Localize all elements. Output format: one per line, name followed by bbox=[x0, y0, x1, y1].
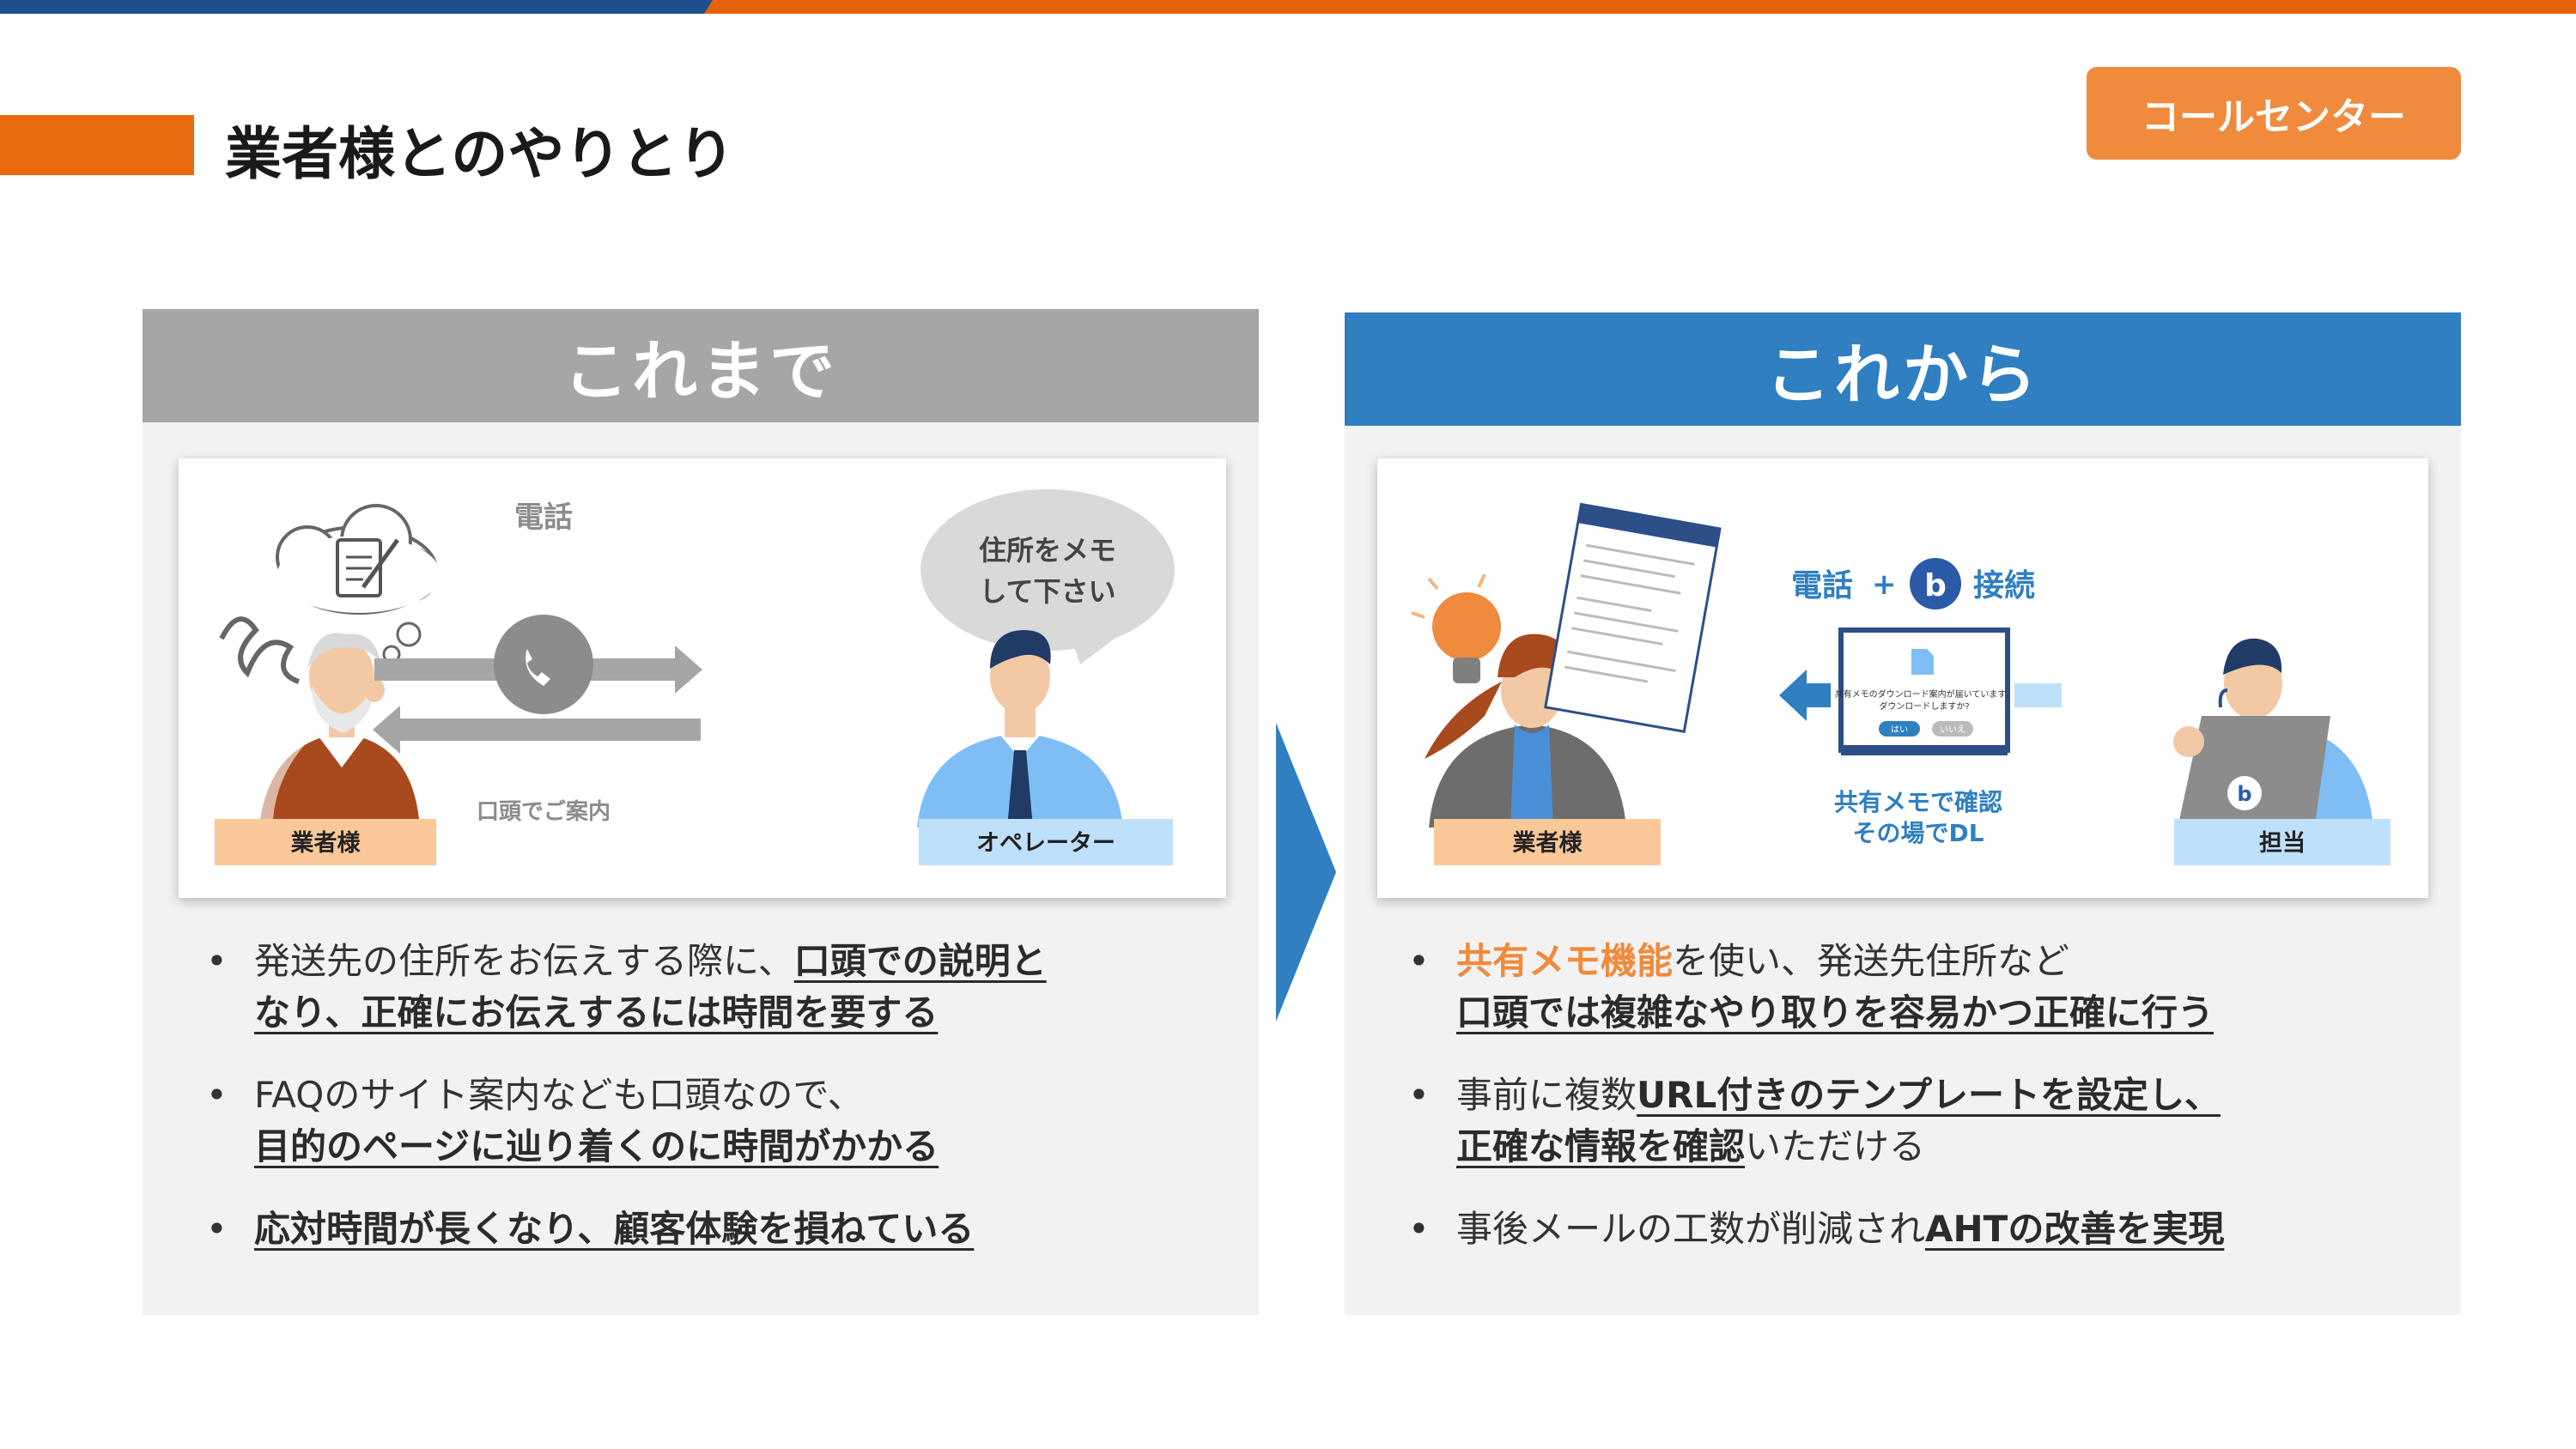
speech-line-1: 住所をメモ bbox=[979, 534, 1116, 567]
b-logo-icon bbox=[1910, 558, 1961, 609]
before-heading: これまで bbox=[143, 309, 1259, 422]
call-label: 電話 bbox=[1791, 568, 1853, 603]
after-scene-graphic: 電話 + b 接続 共有メモのダウンロード案内が届いています。 ダウンロードしま… bbox=[1411, 502, 2391, 865]
call-center-badge: コールセンター bbox=[2087, 67, 2461, 160]
laptop-icon bbox=[2176, 716, 2330, 836]
staff-label-box bbox=[2174, 819, 2391, 865]
speech-line-2: して下さい bbox=[979, 575, 1115, 608]
before-scene-graphic: 電話 口頭でご案内 住所をメモ して下さい 業者様 オペレーター bbox=[215, 489, 1175, 865]
after-bullet-list: • 共有メモ機能を使い、発送先住所など 口頭では複雑なやり取りを容易かつ正確に行… bbox=[1400, 936, 2447, 1286]
phone-icon bbox=[494, 615, 593, 714]
waving-hand-icon bbox=[2173, 726, 2204, 757]
list-item: • 発送先の住所をお伝えする際に、口頭での説明と なり、正確にお伝えするには時間… bbox=[206, 940, 1047, 1034]
memo-caption-1: 共有メモで確認 bbox=[1834, 788, 2002, 816]
dialog-no-label: いいえ bbox=[1940, 724, 1965, 735]
after-heading: これから bbox=[1345, 312, 2461, 426]
operator-label: オペレーター bbox=[976, 830, 1115, 857]
operator-avatar bbox=[917, 630, 1123, 828]
b-logo-text: b bbox=[1924, 568, 1947, 603]
list-item: • 事前に複数URL付きのテンプレートを設定し、 正確な情報を確認いただける bbox=[1408, 1074, 2221, 1167]
file-icon bbox=[1911, 649, 1934, 675]
before-illustration: 電話 口頭でご案内 住所をメモ して下さい 業者様 オペレーター bbox=[179, 458, 1226, 898]
transfer-arrow-tail bbox=[2014, 683, 2062, 707]
vendor-label: 業者様 bbox=[291, 830, 361, 857]
connect-label: 接続 bbox=[1973, 568, 2035, 603]
list-item: • 共有メモ機能を使い、発送先住所など 口頭では複雑なやり取りを容易かつ正確に行… bbox=[1408, 940, 2215, 1034]
laptop-b-logo-icon bbox=[2227, 776, 2262, 810]
speech-bubble bbox=[920, 489, 1175, 664]
page-title: 業者様とのやりとり bbox=[225, 121, 735, 187]
transfer-arrow-left-icon bbox=[1779, 670, 1831, 721]
before-bullet-list: • 発送先の住所をお伝えする際に、口頭での説明と なり、正確にお伝えするには時間… bbox=[197, 936, 1245, 1286]
transition-arrow-icon bbox=[1276, 723, 1336, 1022]
title-accent-bar bbox=[0, 115, 194, 175]
vendor-label: 業者様 bbox=[1513, 830, 1583, 857]
idea-bulb-icon bbox=[1411, 573, 1501, 683]
list-item: • FAQのサイト案内なども口頭なので、 目的のページに辿り着くのに時間がかかる bbox=[206, 1074, 939, 1167]
memo-caption-2: その場でDL bbox=[1852, 819, 1984, 847]
list-item: • 事後メールの工数が削減されAHTの改善を実現 bbox=[1408, 1208, 2225, 1250]
vendor-avatar bbox=[252, 633, 419, 819]
dialog-no-button[interactable] bbox=[1932, 721, 1973, 737]
operator-label-box bbox=[919, 819, 1173, 865]
phone-exchange-arrows bbox=[373, 615, 702, 754]
headset-icon bbox=[2218, 688, 2228, 708]
thought-cloud-icon bbox=[276, 504, 440, 664]
dialog-text-2: ダウンロードしますか? bbox=[1879, 700, 1969, 712]
staff-label: 担当 bbox=[2259, 830, 2306, 857]
laptop-b-logo-text: b bbox=[2237, 782, 2251, 806]
verbal-guidance-label: 口頭でご案内 bbox=[477, 798, 611, 825]
vendor-label-box bbox=[1434, 819, 1661, 865]
plus-sign: + bbox=[1872, 567, 1897, 602]
shared-memo-sheet bbox=[1544, 502, 1722, 734]
top-stripe-orange bbox=[704, 0, 2576, 14]
after-illustration: 電話 + b 接続 共有メモのダウンロード案内が届いています。 ダウンロードしま… bbox=[1377, 458, 2428, 898]
vendor-label-box bbox=[215, 819, 436, 865]
list-item: • 応対時間が長くなり、顧客体験を損ねている bbox=[206, 1208, 975, 1250]
top-stripe-blue bbox=[0, 0, 713, 14]
phone-label: 電話 bbox=[514, 500, 573, 535]
dialog-text-1: 共有メモのダウンロード案内が届いています。 bbox=[1835, 688, 2014, 700]
confused-scribble-icon bbox=[219, 616, 301, 684]
dialog-yes-button[interactable] bbox=[1879, 721, 1920, 737]
dialog-yes-label: はい bbox=[1891, 724, 1908, 735]
staff-avatar: b bbox=[2173, 638, 2373, 836]
download-dialog-monitor bbox=[1838, 627, 2010, 755]
